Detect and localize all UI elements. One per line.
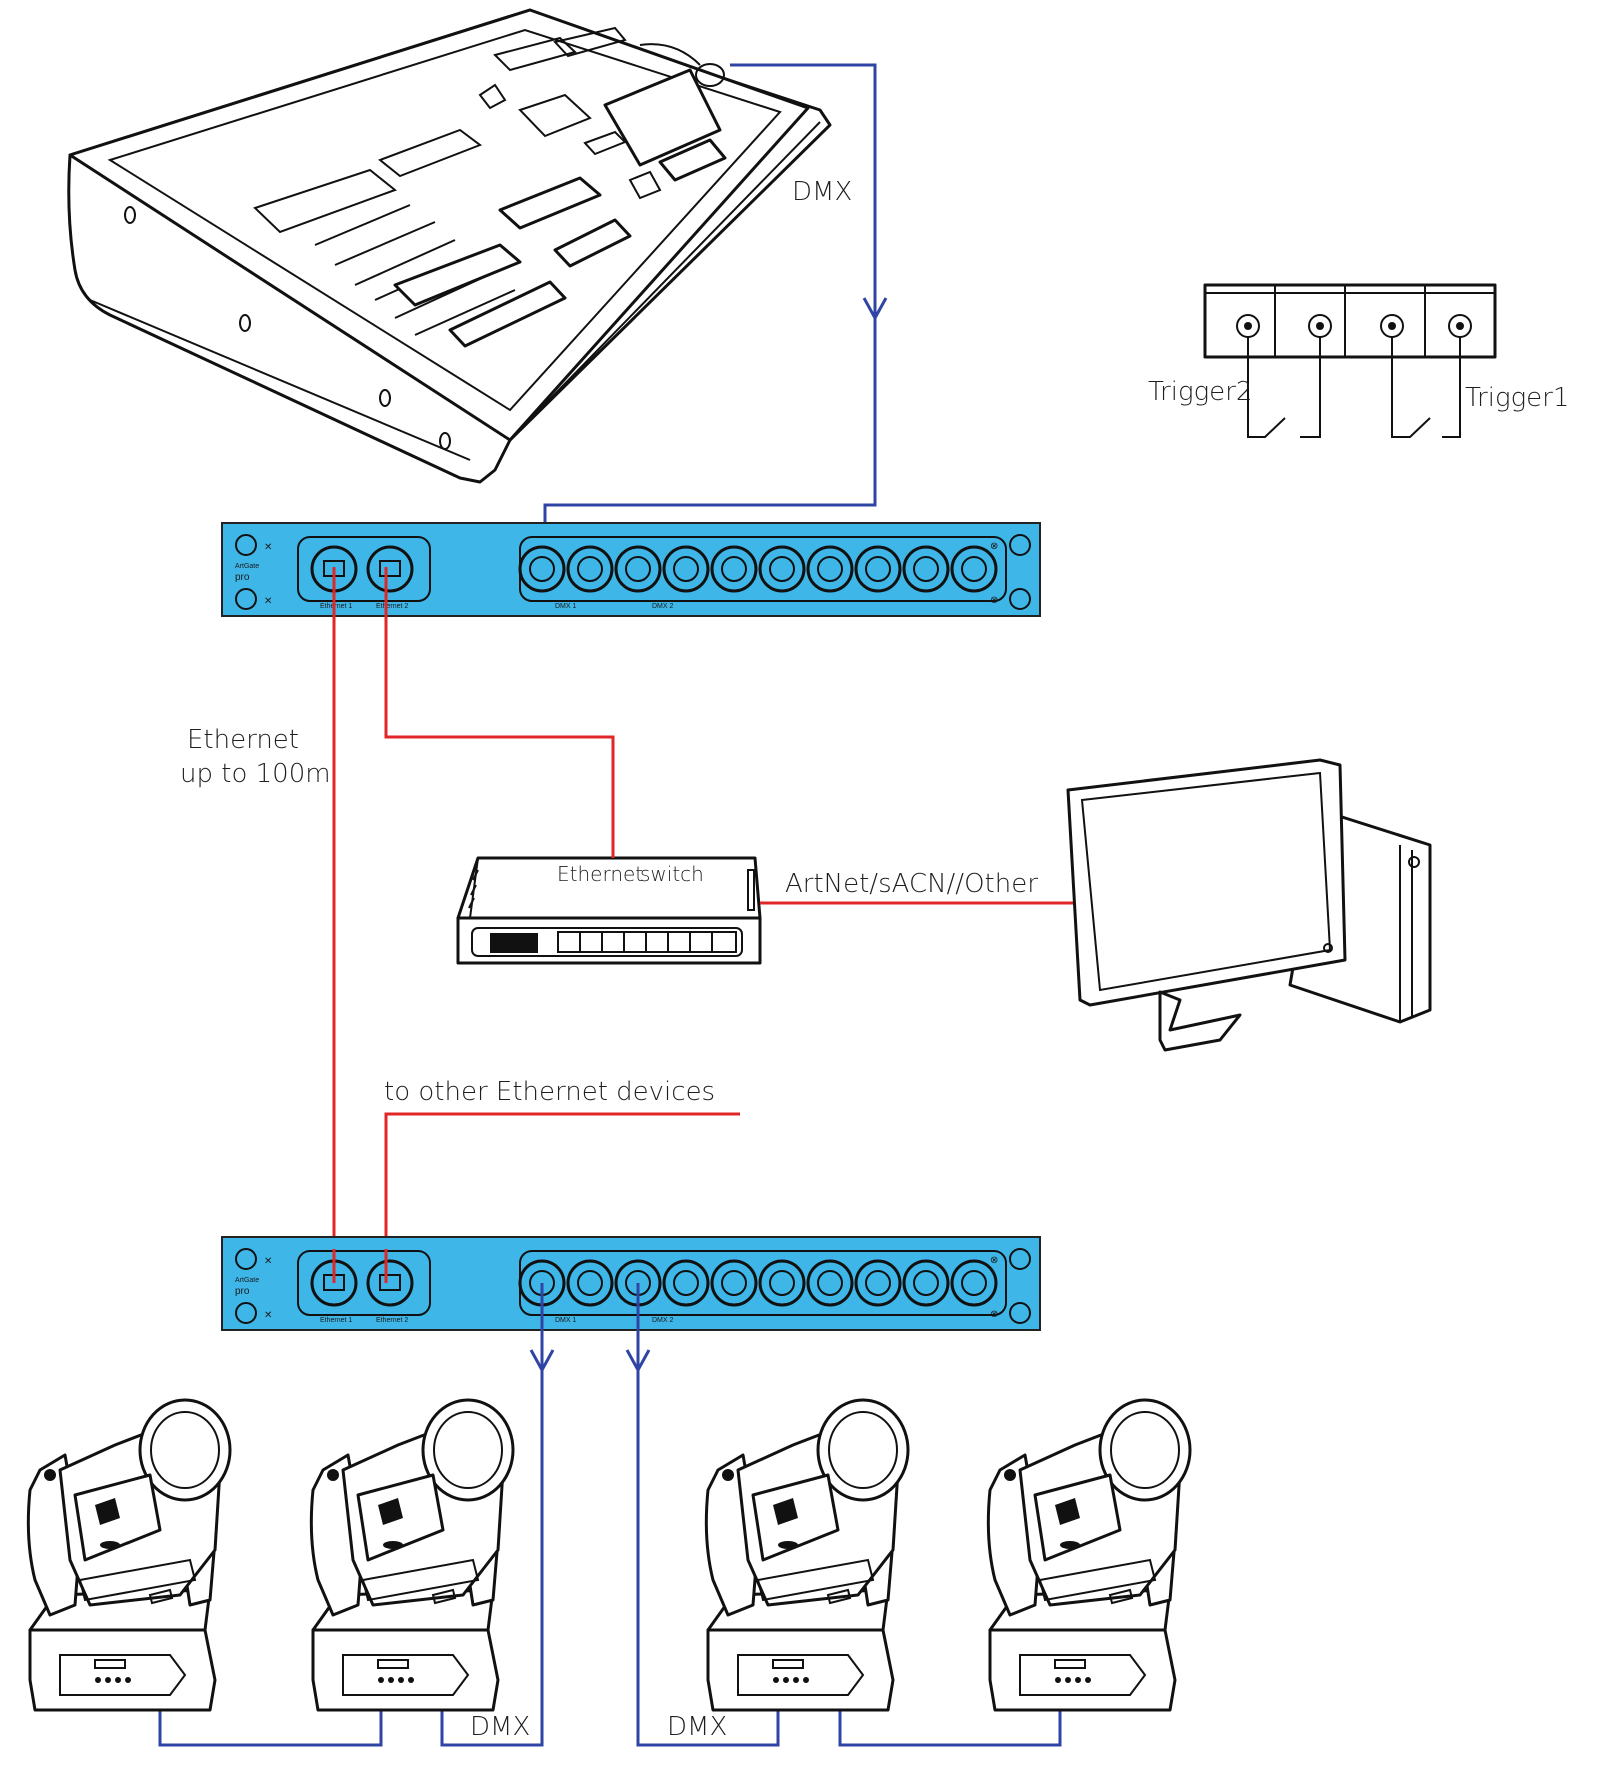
svg-text:⊗: ⊗ xyxy=(990,1309,998,1320)
svg-text:⊗: ⊗ xyxy=(990,541,998,552)
moving-head-icon xyxy=(986,1398,1192,1712)
eth-port-1-label: Ethernet 1 xyxy=(320,1317,352,1324)
svg-text:✕: ✕ xyxy=(264,542,272,553)
moving-head-icon xyxy=(704,1398,910,1712)
node-brand: ArtGate xyxy=(235,563,259,570)
ethernet-cable-other-devices xyxy=(384,1112,740,1249)
trigger2-label: Trigger2 xyxy=(1148,377,1252,407)
svg-text:✕: ✕ xyxy=(264,596,272,607)
dmx-out-1-label: DMX xyxy=(470,1712,530,1742)
dmx-cable-console xyxy=(543,63,877,548)
ethernet-cable-node1-to-switch xyxy=(384,567,615,858)
lighting-console-icon xyxy=(67,8,832,484)
protocols-label: ArtNet/sACN//Other xyxy=(785,869,1038,899)
svg-text:⊗: ⊗ xyxy=(990,1255,998,1266)
dmx-port-2-label: DMX 2 xyxy=(652,1317,674,1324)
dmx-cable-out-2 xyxy=(636,1283,1062,1747)
dmx-port-2-label: DMX 2 xyxy=(652,603,674,610)
eth-port-2-label: Ethernet 2 xyxy=(376,603,408,610)
dmx-port-1-label: DMX 1 xyxy=(555,1317,577,1324)
computer-monitor-icon xyxy=(1066,758,1432,1052)
artnet-node-icon: ✕ ✕ ArtGate pro Ethernet 1 Ethernet 2 DM… xyxy=(221,522,1041,617)
node-model: pro xyxy=(235,572,250,583)
node-brand: ArtGate xyxy=(235,1277,259,1284)
node-model: pro xyxy=(235,1286,250,1297)
svg-text:✕: ✕ xyxy=(264,1256,272,1267)
eth-port-2-label: Ethernet 2 xyxy=(376,1317,408,1324)
ethernet-switch-icon xyxy=(456,856,762,965)
trigger1-label: Trigger1 xyxy=(1465,383,1569,413)
eth-port-1-label: Ethernet 1 xyxy=(320,603,352,610)
other-devices-label: to other Ethernet devices xyxy=(384,1077,715,1107)
dmx-port-1-label: DMX 1 xyxy=(555,603,577,610)
dmx-console-label: DMX xyxy=(792,177,852,207)
trigger-terminal-icon xyxy=(1203,283,1497,438)
switch-label-1: Ethernet xyxy=(557,862,643,886)
moving-head-icon xyxy=(26,1398,232,1712)
dmx-port-row xyxy=(518,545,998,593)
svg-text:⊗: ⊗ xyxy=(990,595,998,606)
ethernet-range-label: up to 100m xyxy=(180,759,331,789)
svg-text:✕: ✕ xyxy=(264,1310,272,1321)
ethernet-label: Ethernet xyxy=(187,725,299,755)
switch-label-2: switch xyxy=(640,862,704,886)
artnet-node-icon: ✕ ✕ ArtGate pro Ethernet 1 Ethernet 2 DM… xyxy=(221,1236,1041,1331)
dmx-cable-out-1 xyxy=(158,1283,544,1747)
dmx-out-2-label: DMX xyxy=(667,1712,727,1742)
moving-head-icon xyxy=(309,1398,515,1712)
